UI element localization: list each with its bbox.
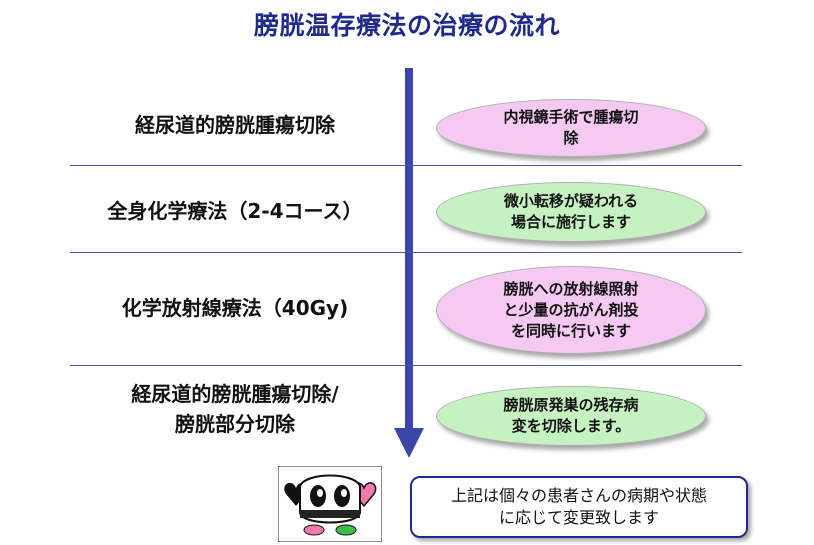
footer-note-text: に応じて変更致します (498, 508, 659, 527)
note-text: と少量の抗がん剤投 (503, 300, 639, 319)
stage-label-1: 経尿道的膀胱腫瘍切除 (70, 110, 400, 140)
note-text: 内視鏡手術で腫瘍切 (503, 108, 639, 126)
stage-text: 全身化学療法（2-4コース） (107, 199, 363, 223)
note-text: 変を切除します。 (511, 417, 631, 435)
stage-divider (70, 165, 742, 166)
note-text: 微小転移が疑われる (503, 192, 639, 210)
stage-text: 経尿道的膀胱腫瘍切除 (135, 113, 335, 137)
stage-divider (70, 365, 742, 366)
stage-note-1: 内視鏡手術で腫瘍切 除 (436, 99, 706, 157)
stage-text: 経尿道的膀胱腫瘍切除/ (131, 382, 339, 406)
stage-note-4: 膀胱原発巣の残存病 変を切除します。 (436, 386, 706, 446)
footer-note-text: 上記は個々の患者さんの病期や状態 (450, 486, 707, 505)
stage-divider (70, 252, 742, 253)
footer-note: 上記は個々の患者さんの病期や状態 に応じて変更致します (410, 476, 748, 538)
stage-note-2: 微小転移が疑われる 場合に施行します (436, 182, 706, 242)
stage-text: 膀胱部分切除 (175, 412, 295, 436)
stage-text: 化学放射線療法（40Gy) (121, 296, 349, 320)
note-text: 膀胱への放射線照射 (503, 279, 639, 298)
note-text: 除 (563, 129, 579, 147)
note-text: 場合に施行します (510, 213, 631, 231)
stage-label-4: 経尿道的膀胱腫瘍切除/ 膀胱部分切除 (70, 379, 400, 439)
stage-label-3: 化学放射線療法（40Gy) (70, 293, 400, 323)
stage-note-3: 膀胱への放射線照射 と少量の抗がん剤投 を同時に行います (436, 266, 706, 354)
note-text: を同時に行います (510, 321, 631, 340)
mascot-character (278, 466, 382, 542)
down-arrow-icon (394, 68, 424, 458)
stage-label-2: 全身化学療法（2-4コース） (70, 196, 400, 226)
note-text: 膀胱原発巣の残存病 (503, 396, 639, 414)
diagram-title: 膀胱温存療法の治療の流れ (253, 11, 560, 40)
